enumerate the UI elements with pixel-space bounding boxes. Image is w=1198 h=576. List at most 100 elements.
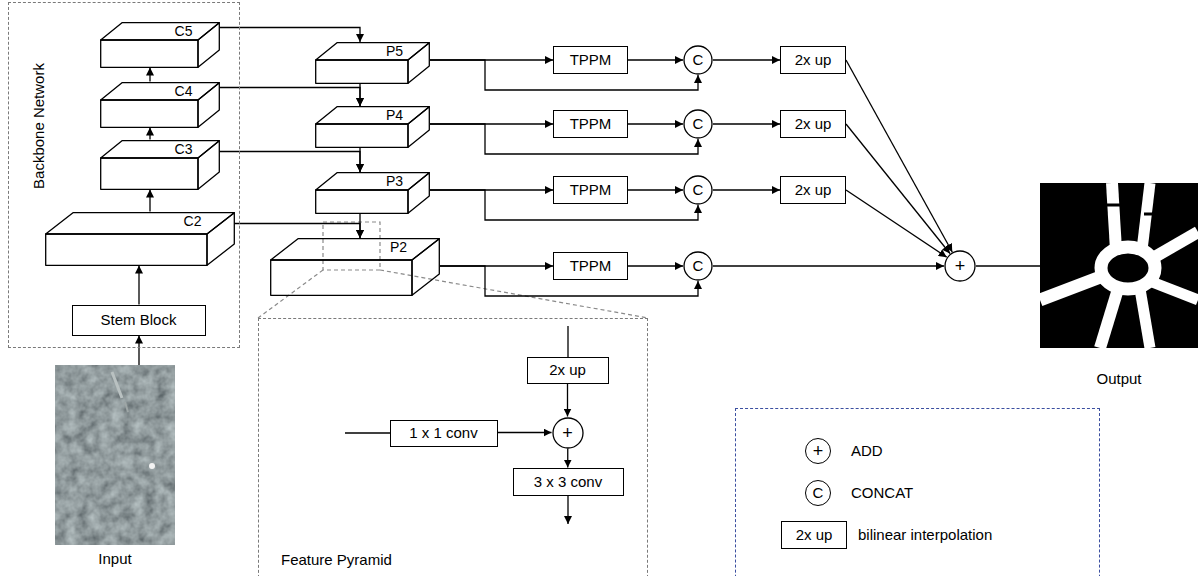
node-label: P2	[390, 240, 407, 255]
node-label: Output	[1096, 370, 1141, 388]
slab-face	[316, 107, 430, 124]
input-wire	[345, 432, 390, 433]
circle-shape	[684, 46, 712, 74]
slab-face	[412, 239, 439, 296]
slab-face	[198, 22, 219, 67]
circle-shape	[945, 251, 975, 281]
pyramid-level: P5	[315, 42, 430, 84]
bright-spot	[149, 463, 155, 469]
slab-outline	[100, 82, 220, 128]
node-label: TPPM	[570, 181, 612, 199]
legend-symbol: C	[805, 480, 831, 506]
road	[1142, 183, 1150, 250]
node-label: P3	[386, 174, 403, 189]
concat-circle: C	[683, 251, 713, 281]
connector-arrow	[220, 28, 361, 43]
connector-arrow	[138, 336, 139, 366]
road	[1112, 183, 1116, 250]
roundabout	[1101, 247, 1155, 289]
pyramid-level: P2	[270, 238, 440, 296]
legend-row: CCONCAT	[736, 478, 1099, 508]
legend-symbol: +	[805, 438, 831, 464]
node-label: C	[693, 181, 704, 199]
node-label: 2x up	[795, 181, 832, 199]
input-satellite-image	[55, 365, 175, 545]
connector-arrow	[220, 88, 361, 107]
add-circle: +	[552, 417, 584, 449]
node-label: TPPM	[570, 115, 612, 133]
node-label: 2x up	[795, 51, 832, 69]
zoom-indicator	[258, 222, 648, 318]
road	[1152, 282, 1198, 300]
node-label: Backbone Network	[30, 63, 48, 189]
slab-face	[100, 158, 197, 189]
node-label: C3	[175, 142, 193, 157]
output-image: Output	[1040, 183, 1198, 388]
node-label: C	[693, 257, 704, 275]
legend-row: 2x upbilinear interpolation	[736, 520, 1099, 550]
upsample-box: 2x up	[780, 176, 846, 204]
slab-face	[271, 260, 412, 295]
connector-arrow	[220, 152, 361, 173]
connector-arrow	[976, 265, 1040, 266]
circle-shape	[684, 110, 712, 138]
circle-shape	[684, 176, 712, 204]
feature-map: C3	[100, 140, 220, 190]
connector-arrow	[359, 148, 360, 172]
road	[1100, 289, 1118, 348]
connector-arrow	[846, 190, 947, 257]
node-label: C2	[184, 214, 202, 229]
circle-shape	[553, 418, 583, 448]
tppm-box: TPPM	[553, 176, 628, 204]
road-gap	[1105, 205, 1158, 214]
zoom-region	[323, 222, 380, 270]
legend-row: + ADD	[736, 436, 1099, 466]
connector-arrow	[567, 449, 568, 468]
slab-face	[316, 124, 408, 147]
slab-face	[198, 82, 219, 127]
connector-group	[139, 28, 1040, 468]
slab-outline	[315, 106, 430, 148]
connector-arrow	[846, 60, 952, 252]
mask-ground	[1040, 183, 1198, 348]
connector-arrow	[359, 84, 360, 106]
slab-face	[207, 212, 234, 265]
slab-face	[316, 173, 430, 190]
node-label: C4	[175, 84, 193, 99]
connector-arrow	[713, 59, 780, 60]
image-texture	[55, 365, 175, 545]
node-label: TPPM	[570, 51, 612, 69]
slab-outline	[100, 140, 220, 190]
legend-symbol: 2x up	[781, 521, 847, 549]
symbol-label: +	[813, 442, 824, 460]
slab-outline	[315, 42, 430, 84]
slab-face	[45, 234, 206, 265]
slab-face	[316, 60, 408, 83]
node-label: Stem Block	[101, 311, 177, 329]
road	[1153, 232, 1198, 258]
connector-arrow	[628, 59, 683, 60]
backbone-region: Backbone Network C5C4C3C2Stem Block	[8, 2, 240, 348]
slab-face	[408, 43, 429, 84]
node-label: 2x up	[549, 361, 586, 379]
conv-box: 3 x 3 conv	[513, 468, 624, 496]
upsample-box: 2x up	[780, 46, 846, 74]
circle-shape	[684, 252, 712, 280]
slab-outline	[100, 22, 220, 68]
upsample-box: 2x up	[780, 110, 846, 138]
connector-arrow	[149, 68, 150, 82]
slab-face	[100, 40, 197, 67]
legend-text: ADD	[851, 442, 883, 460]
connector-arrow	[713, 123, 780, 124]
node-label: C	[693, 115, 704, 133]
legend-box: + ADD CCONCAT 2x upbilinear interpolation	[735, 408, 1100, 576]
connector-arrow	[628, 123, 683, 124]
input-image: Input	[55, 365, 175, 568]
pyramid-level: P3	[315, 172, 430, 214]
connector-arrow	[567, 384, 568, 417]
tppm-box: TPPM	[553, 46, 628, 74]
concat-circle: C	[683, 109, 713, 139]
feature-map: C5	[100, 22, 220, 68]
node-label: TPPM	[570, 257, 612, 275]
